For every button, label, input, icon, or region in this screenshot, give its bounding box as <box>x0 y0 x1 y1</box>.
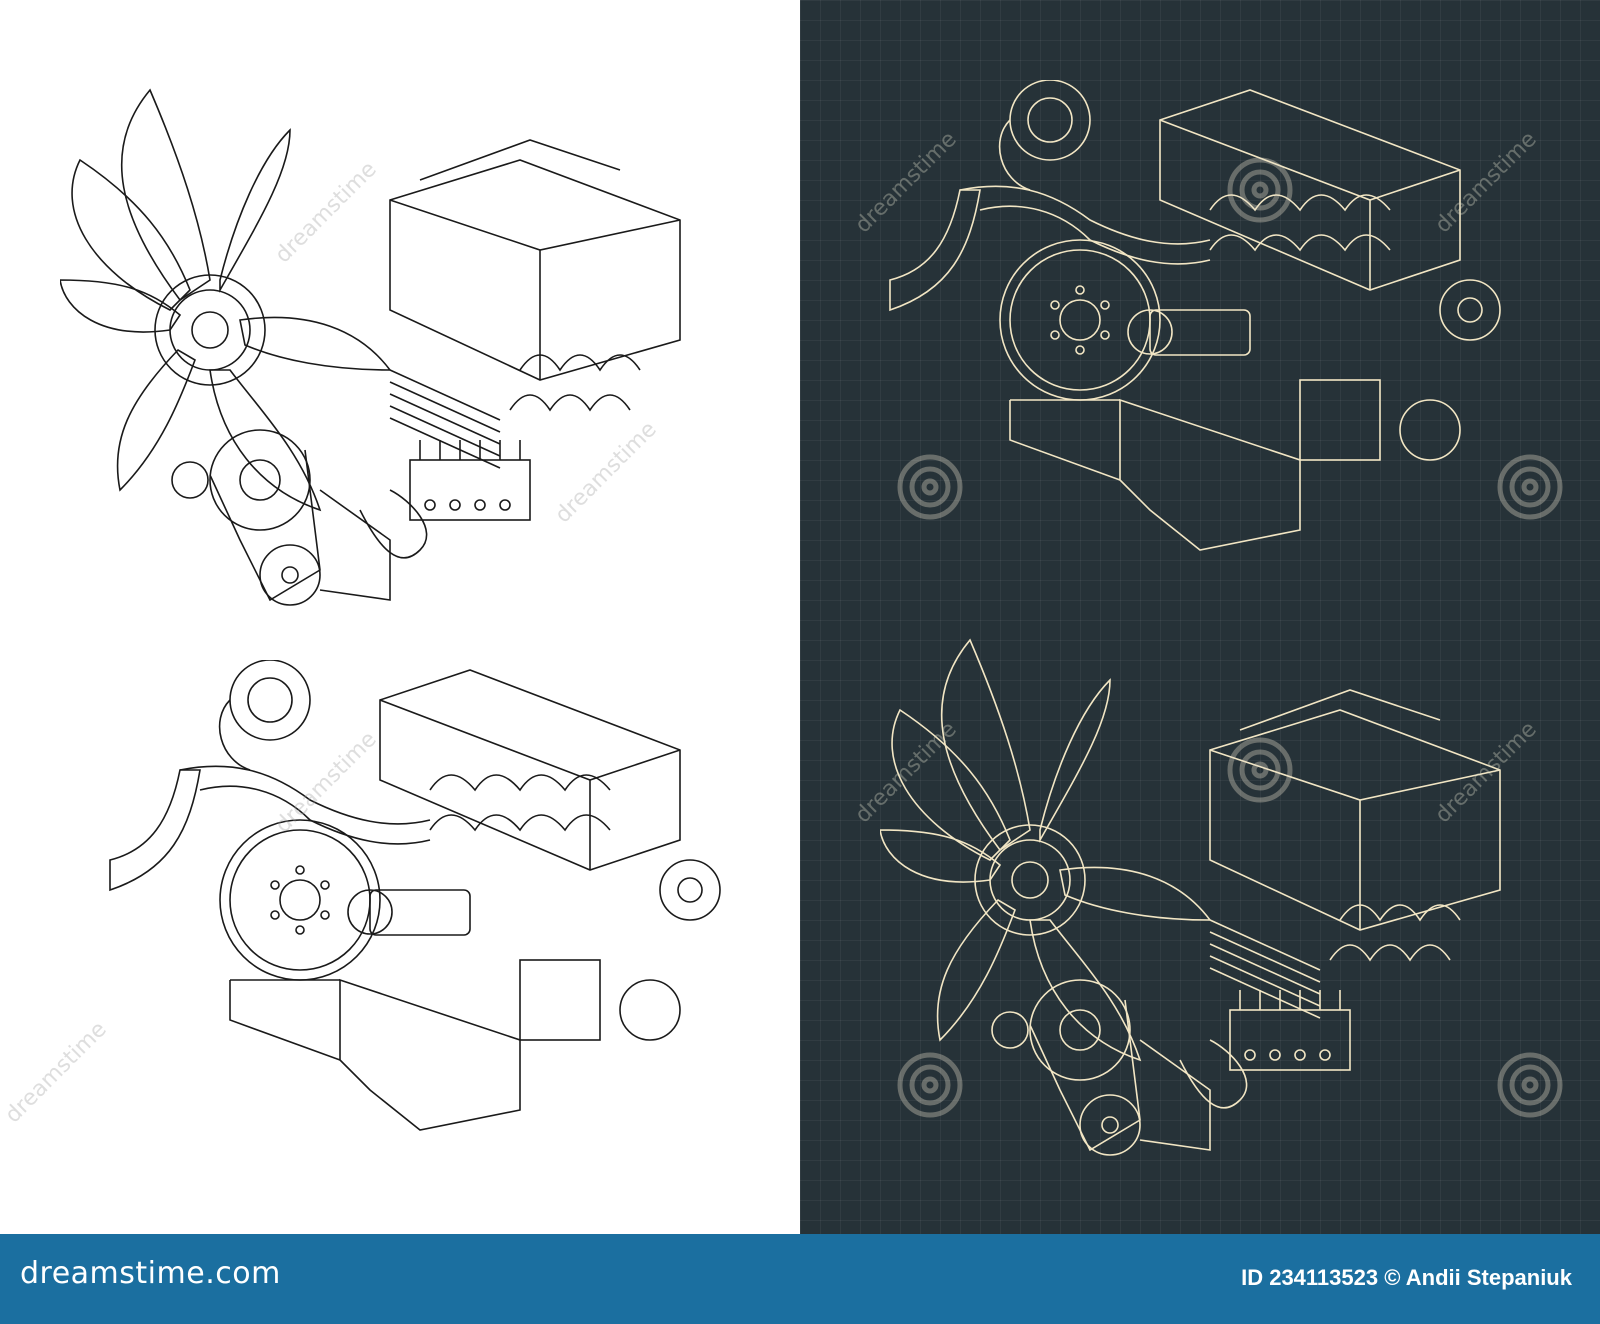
copyright-symbol: © <box>1384 1265 1401 1290</box>
engine-drawing-flywheel-view-dark <box>889 80 1501 551</box>
engine-drawing-flywheel-view <box>109 660 721 1131</box>
footer-bar: dreamstime.com ID 234113523 © Andii Step… <box>0 1234 1600 1324</box>
light-panel: dreamstime dreamstime dreamstime dreamst… <box>0 0 800 1234</box>
image-id: 234113523 <box>1269 1265 1379 1290</box>
image-credit: ID 234113523 © Andii Stepaniuk <box>1241 1265 1572 1291</box>
brand-logo-text[interactable]: dreamstime.com <box>20 1256 281 1291</box>
author-name[interactable]: Andii Stepaniuk <box>1405 1265 1572 1290</box>
engine-drawing-fan-view-dark <box>880 638 1501 1156</box>
dark-panel: dreamstime dreamstime dreamstime dreamst… <box>800 0 1600 1234</box>
id-label: ID <box>1241 1265 1264 1290</box>
engine-drawing-fan-view <box>60 88 681 606</box>
